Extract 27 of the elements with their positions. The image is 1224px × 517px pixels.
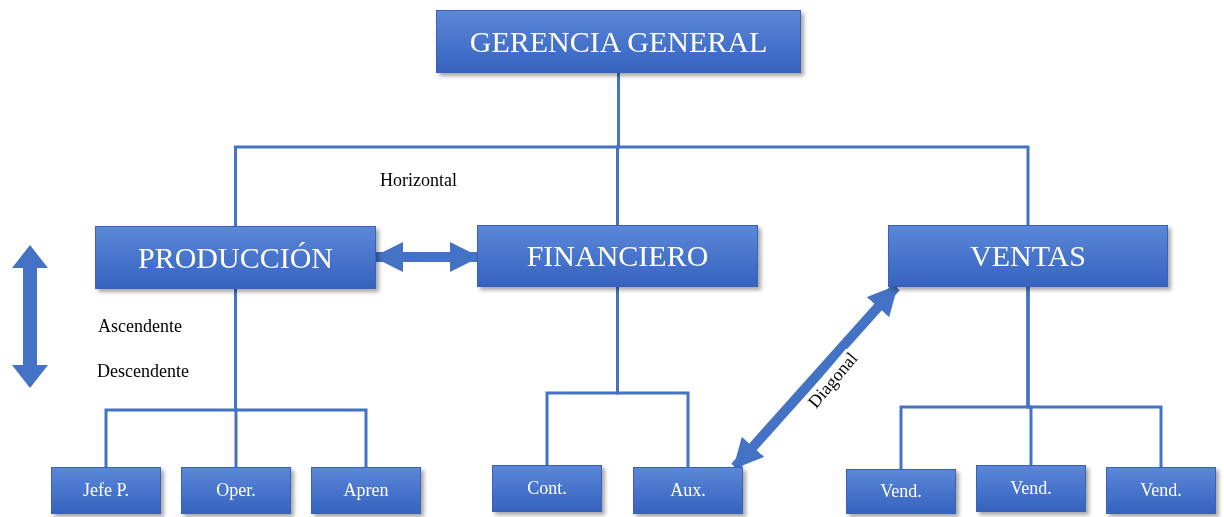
org-box [95,226,376,289]
org-box [311,467,421,514]
org-box [492,465,602,512]
org-box [976,465,1086,512]
box-label: Aux. [670,480,706,501]
box-label: Cont. [527,478,567,499]
box-label: Vend. [1010,478,1052,499]
box-label: Vend. [1140,480,1182,501]
connector-line [234,289,368,467]
org-box [181,467,291,514]
org-box [633,467,743,514]
org-box [1106,467,1216,514]
org-box [888,225,1168,287]
box-label: Oper. [216,480,256,501]
box-label: Apren [343,480,389,501]
box-label: PRODUCCIÓN [138,240,333,275]
box-label: VENTAS [970,239,1086,273]
connector-line [616,287,690,467]
box-label: FINANCIERO [526,239,709,273]
org-box [51,467,161,514]
org-box [846,469,956,514]
box-label: GERENCIA GENERAL [469,24,768,59]
org-box [436,10,801,73]
box-label: Jefe P. [83,480,129,501]
box-label: Vend. [880,481,922,502]
connector-line [1026,287,1163,467]
org-box [477,225,758,287]
